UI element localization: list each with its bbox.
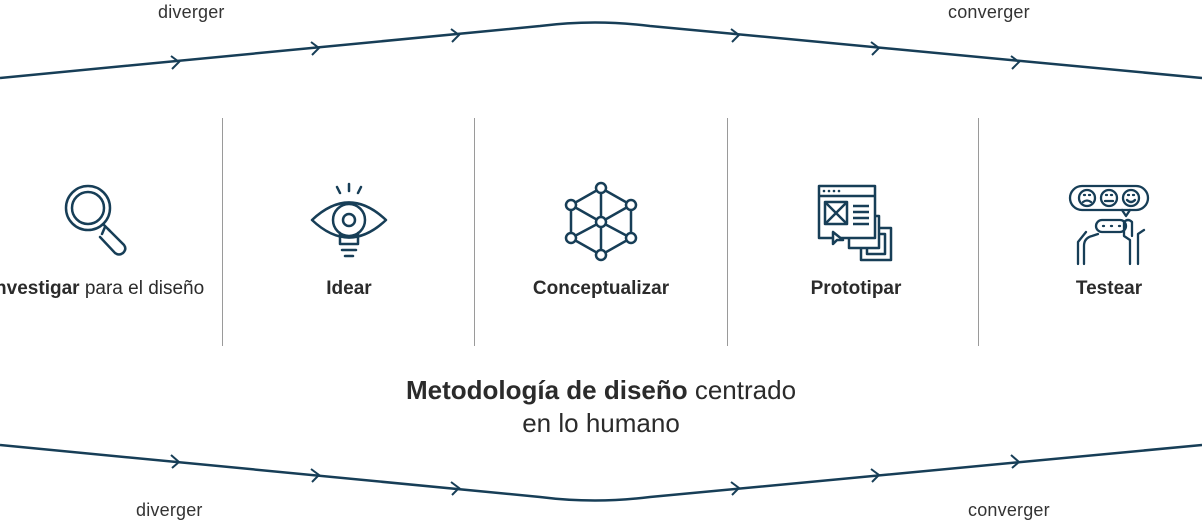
stage-divider xyxy=(474,118,475,346)
arrow-icon xyxy=(870,468,881,483)
arrow-icon xyxy=(310,468,321,483)
wireframe-windows-icon xyxy=(817,184,893,262)
stage-divider xyxy=(978,118,979,346)
stage-divider xyxy=(222,118,223,346)
arrow-icon xyxy=(450,28,461,43)
network-cube-icon xyxy=(564,181,638,262)
arrow-icon xyxy=(1010,454,1021,469)
stage-prototipar: Prototipar xyxy=(736,180,976,302)
eye-lightbulb-icon xyxy=(310,182,388,258)
arrow-icon xyxy=(170,454,181,469)
feedback-rating-icon xyxy=(1068,184,1150,266)
stage-investigar: Investigar para el diseño xyxy=(0,180,217,302)
arrow-icon xyxy=(170,55,181,70)
arrow-icon xyxy=(870,41,881,56)
stage-label: Testear xyxy=(1075,278,1143,299)
stage-conceptualizar: Conceptualizar xyxy=(481,180,721,302)
top-flow-line xyxy=(0,21,1202,80)
stage-idear: Idear xyxy=(229,180,469,302)
top-converger-label: converger xyxy=(948,2,1030,22)
top-diverger-label: diverger xyxy=(158,2,225,22)
arrow-icon xyxy=(310,41,321,56)
magnifying-glass-icon xyxy=(64,184,127,256)
bottom-diverger-label: diverger xyxy=(136,500,203,520)
arrow-icon xyxy=(1010,55,1021,70)
stage-label: Idear xyxy=(326,278,372,299)
stage-label: Conceptualizar xyxy=(532,278,670,299)
stage-label: Investigar para el diseño xyxy=(0,278,205,299)
bottom-flow-line xyxy=(0,443,1202,502)
arrow-icon xyxy=(450,481,461,496)
bottom-converger-label: converger xyxy=(968,500,1050,520)
arrow-icon xyxy=(730,481,741,496)
stage-testear: Testear xyxy=(989,180,1202,302)
stage-label: Prototipar xyxy=(810,278,902,299)
arrow-icon xyxy=(730,28,741,43)
stage-divider xyxy=(727,118,728,346)
diagram-title: Metodología de diseño centrado en lo hum… xyxy=(405,375,797,438)
